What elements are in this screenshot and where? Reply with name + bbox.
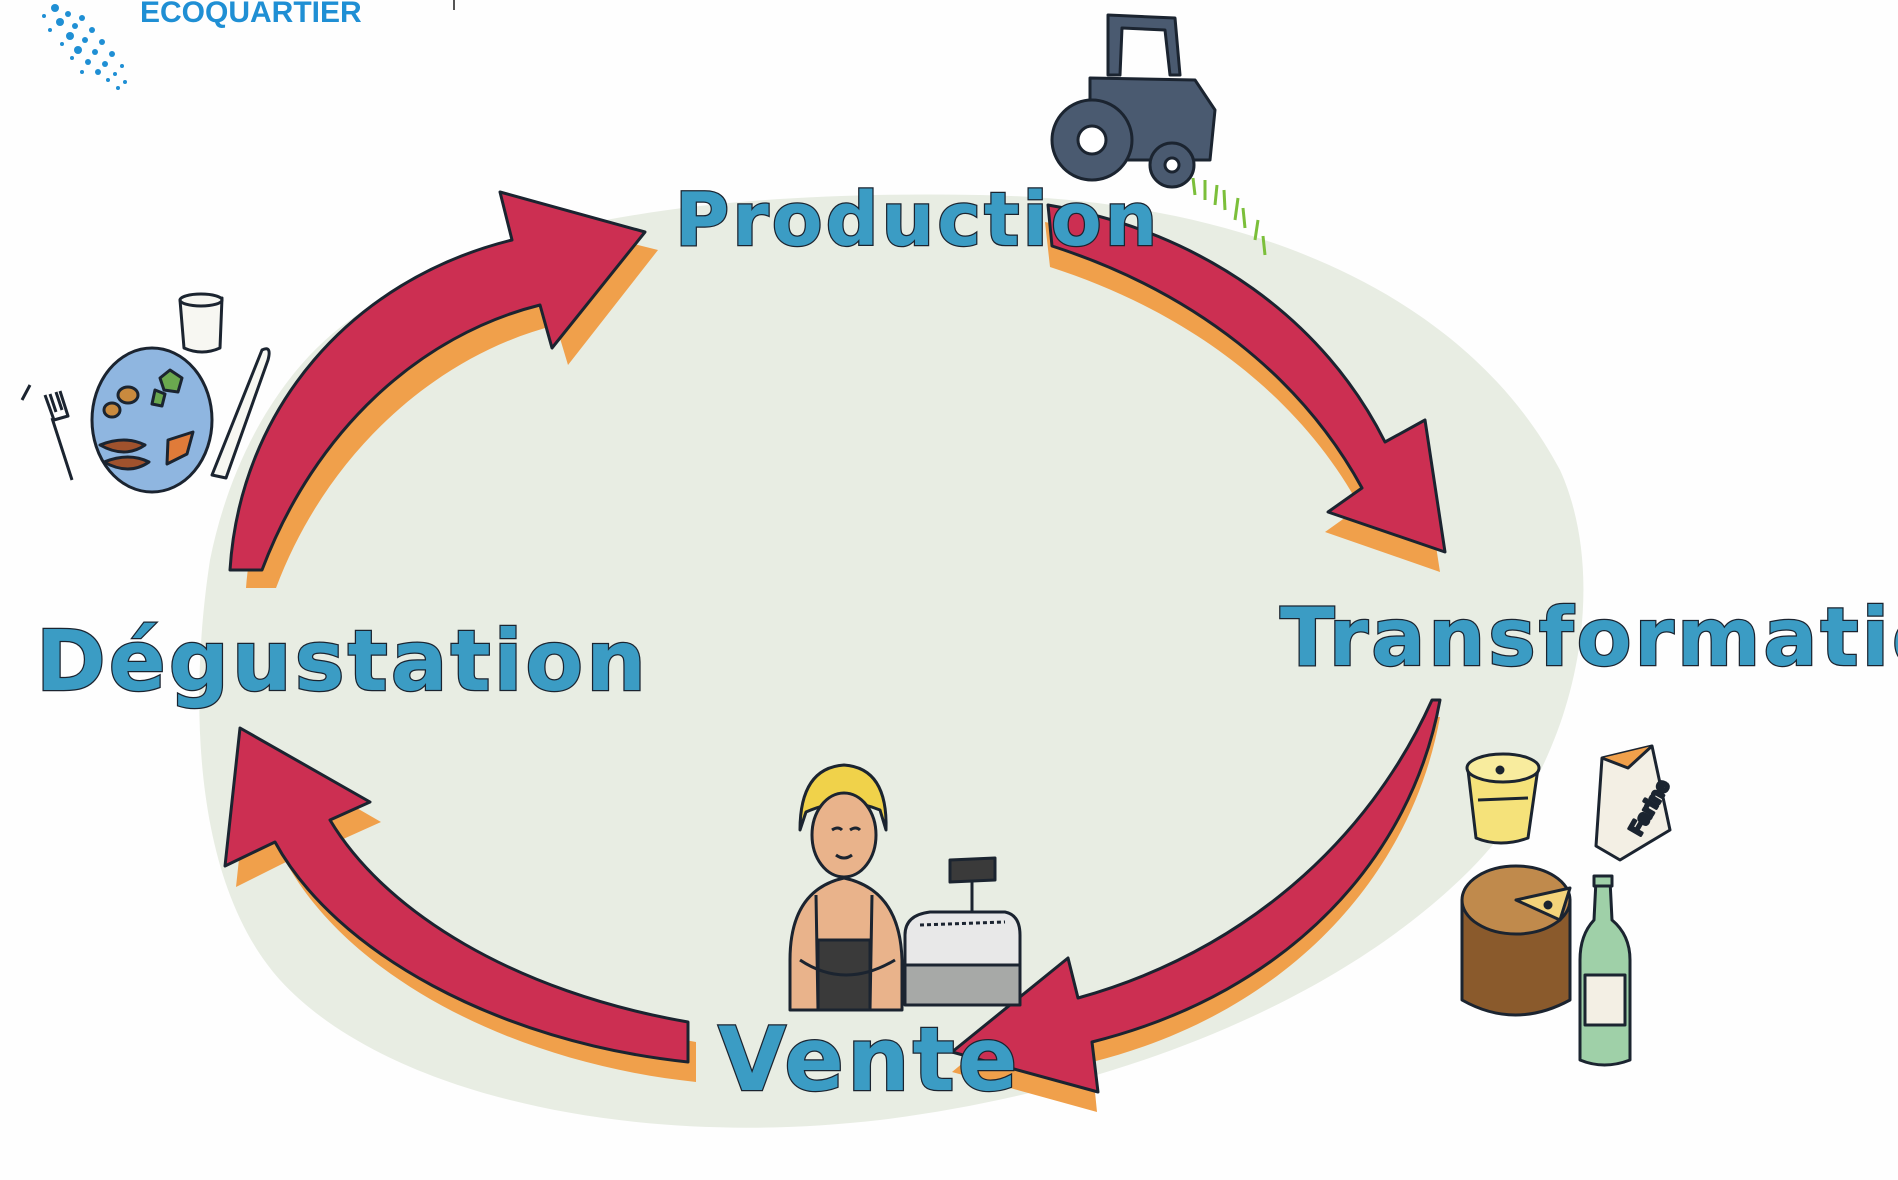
stage-label-degustation: Dégustation (36, 612, 649, 710)
plate-and-cutlery-icon (20, 292, 271, 494)
wine-bottle-icon (1578, 874, 1632, 1067)
ecoquartier-logo: ECOQUARTIER (42, 0, 455, 90)
cheese-wheel-icon (1460, 864, 1572, 1017)
arrow-production-to-transformation (1045, 203, 1447, 572)
background-blob (199, 194, 1584, 1128)
arrow-transformation-to-vente (950, 698, 1442, 1112)
logo-dots-icon (42, 4, 127, 90)
stage-label-transformation: Transformation (1280, 591, 1898, 684)
yogurt-pot-icon (1465, 752, 1541, 845)
stage-label-production: Production (675, 177, 1160, 263)
flour-bag-icon: Farine (1594, 744, 1676, 862)
seller-and-cash-register-icon (788, 763, 1022, 1012)
logo-text: ECOQUARTIER (140, 0, 362, 29)
arrow-degustation-to-production (228, 190, 658, 588)
processed-products-icon: Farine (1460, 744, 1676, 1067)
arrow-vente-to-degustation (223, 726, 696, 1082)
stage-label-vente: Vente (718, 1008, 1020, 1111)
tractor-icon (1050, 13, 1267, 256)
